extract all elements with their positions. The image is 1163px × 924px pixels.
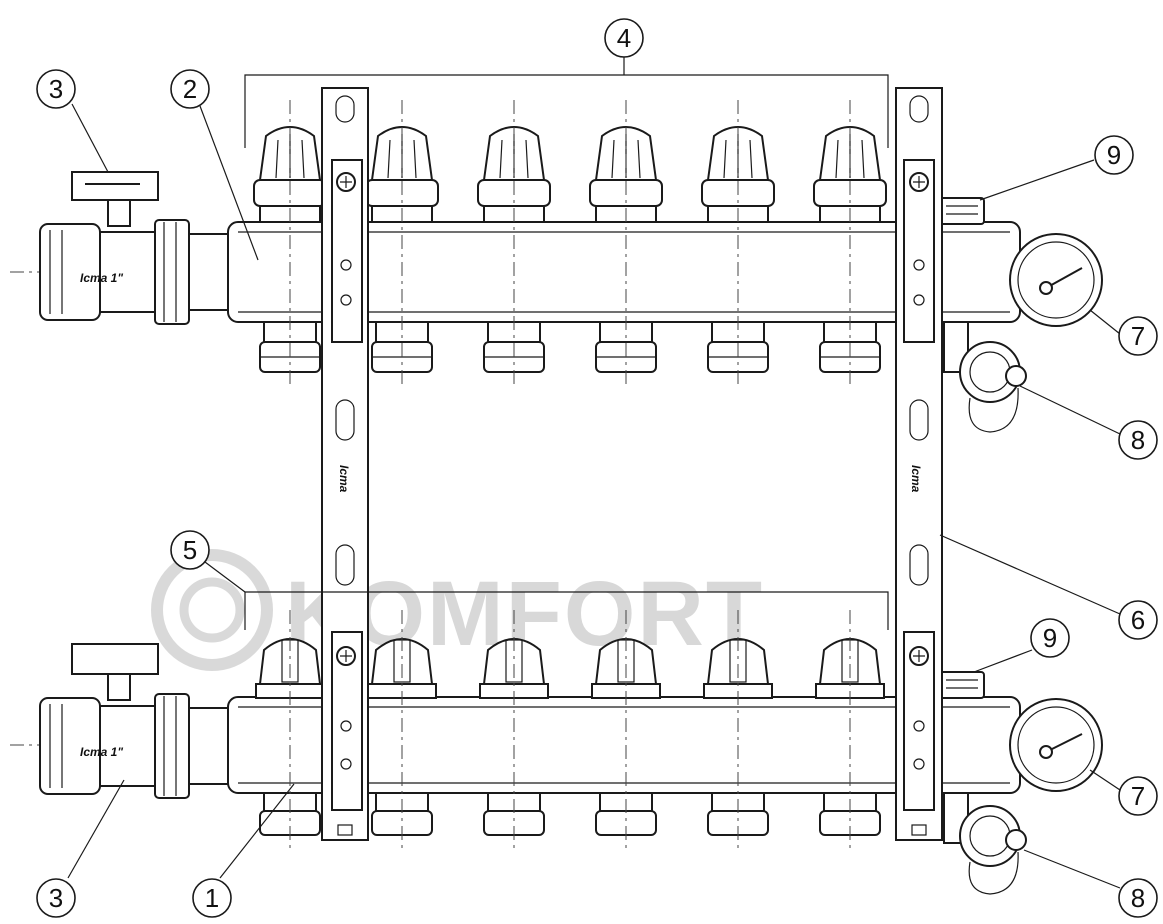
callout-9-top-label: 9: [1107, 140, 1121, 170]
outlet-fitting-bottom: [819, 610, 881, 850]
valve-brand-label-top: Icma 1": [80, 271, 123, 285]
drain-valve-bottom: [943, 792, 1027, 895]
callout-6-label: 6: [1131, 605, 1145, 635]
outlet-fitting-bottom: [707, 610, 769, 850]
bracket-right: Icma: [895, 87, 943, 841]
callout-8-top-label: 8: [1131, 425, 1145, 455]
callout-3-bottom-label: 3: [49, 883, 63, 913]
flow-meter-knob: [253, 126, 327, 223]
drain-valve-top: [943, 321, 1027, 433]
callout-4: 4: [604, 18, 644, 58]
callout-6: 6: [1118, 600, 1158, 640]
callout-8-bottom-label: 8: [1131, 883, 1145, 913]
callout-1-label: 1: [205, 883, 219, 913]
air-vent-top: [939, 197, 985, 225]
outlet-fitting-bottom: [259, 610, 321, 850]
callout-7-top-label: 7: [1131, 321, 1145, 351]
air-vent-bottom: [939, 671, 985, 699]
return-manifold: Icma 1": [10, 643, 1103, 895]
outlet-fitting-top: [371, 100, 433, 385]
bracket-brand-left: Icma: [337, 465, 351, 493]
callout-2: 2: [170, 69, 210, 109]
outlets-bottom: [255, 610, 885, 850]
callout-5: 5: [170, 530, 210, 570]
valve-cap: [367, 638, 437, 699]
leader-lines: [67, 56, 1121, 889]
callout-8-bottom: 8: [1118, 878, 1158, 918]
valve-brand-label-bottom: Icma 1": [80, 745, 123, 759]
outlet-fitting-top: [259, 100, 321, 385]
callout-3-top: 3: [36, 69, 76, 109]
callout-9-bottom-label: 9: [1043, 623, 1057, 653]
outlet-fitting-top: [819, 100, 881, 385]
ball-valve-top: Icma 1": [39, 171, 229, 325]
outlet-fitting-top: [483, 100, 545, 385]
callout-1: 1: [192, 878, 232, 918]
callout-3-bottom: 3: [36, 878, 76, 918]
callout-7-bottom: 7: [1118, 776, 1158, 816]
callout-7-bottom-label: 7: [1131, 781, 1145, 811]
callout-2-label: 2: [183, 74, 197, 104]
outlets-top: [253, 100, 887, 385]
watermark: KOMFORT: [151, 549, 762, 671]
pressure-gauge-top: [1009, 233, 1103, 327]
pressure-gauge-bottom: [1009, 698, 1103, 792]
bracket-brand-right: Icma: [909, 465, 923, 493]
callout-9-top: 9: [1094, 135, 1134, 175]
callout-5-label: 5: [183, 535, 197, 565]
outlet-fitting-bottom: [371, 610, 433, 850]
valve-cap: [255, 638, 325, 699]
outlet-fitting-bottom: [595, 610, 657, 850]
outlet-fitting-bottom: [483, 610, 545, 850]
valve-cap: [591, 638, 661, 699]
supply-manifold: Icma 1": [10, 171, 1103, 433]
callout-4-label: 4: [617, 23, 631, 53]
callout-3-top-label: 3: [49, 74, 63, 104]
outlet-fitting-top: [707, 100, 769, 385]
callout-8-top: 8: [1118, 420, 1158, 460]
outlet-fitting-top: [595, 100, 657, 385]
callout-7-top: 7: [1118, 316, 1158, 356]
bracket-left: Icma: [321, 87, 369, 841]
mounting-brackets: Icma Icma: [321, 87, 943, 841]
ball-valve-bottom: Icma 1": [39, 643, 229, 799]
callout-9-bottom: 9: [1030, 618, 1070, 658]
